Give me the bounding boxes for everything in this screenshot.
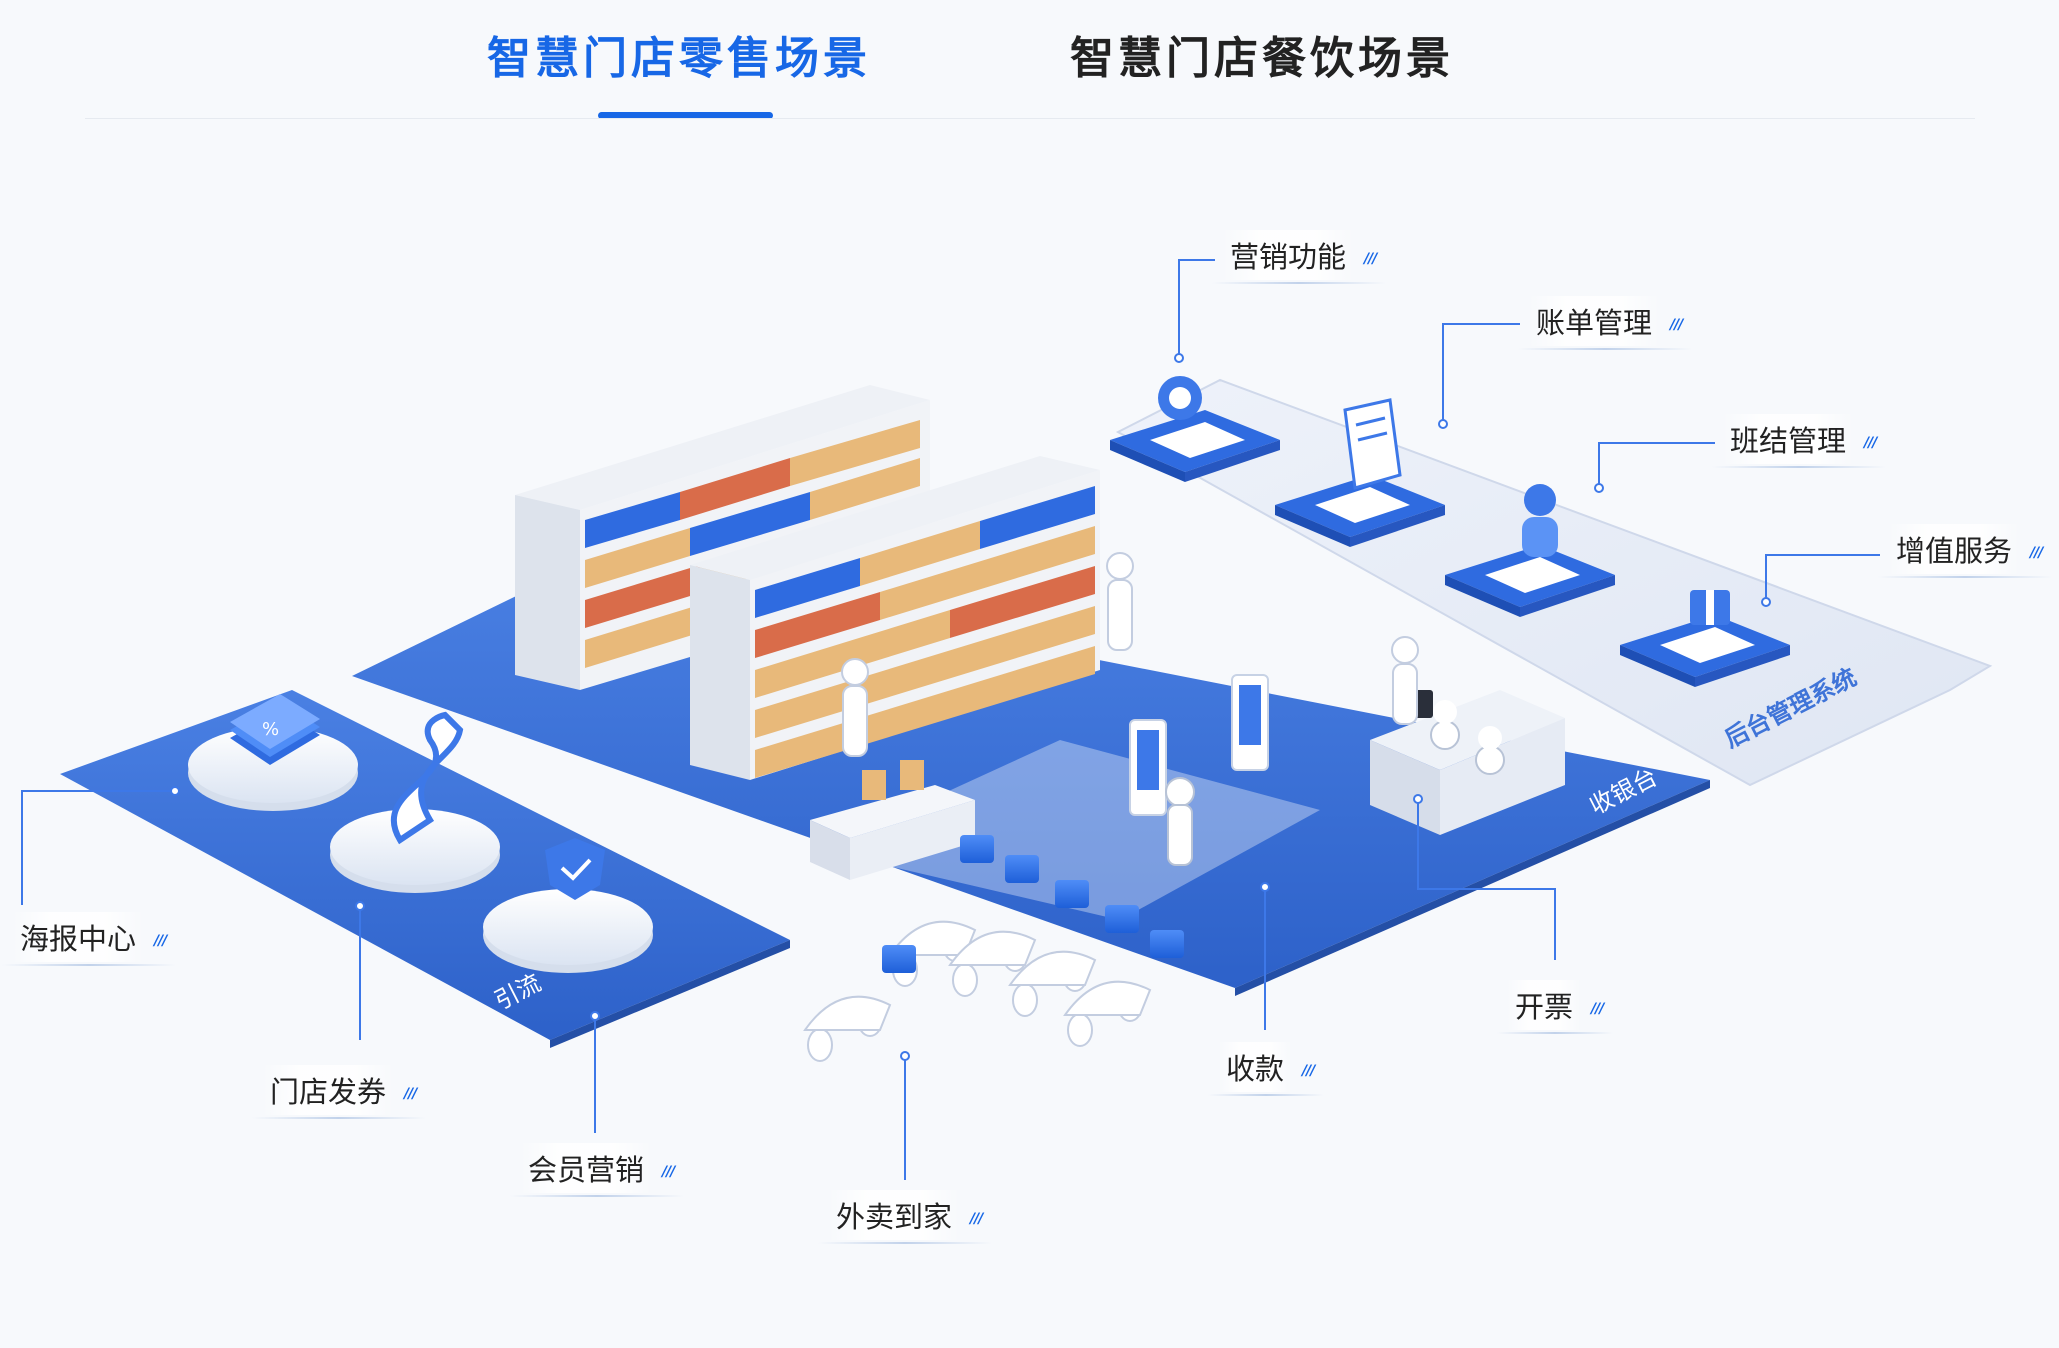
triple-slash-icon: /// xyxy=(1591,1001,1604,1017)
callout-label: 收款 xyxy=(1218,1042,1293,1092)
callout-label: 外卖到家 xyxy=(828,1190,961,1240)
store-scene-illustration: 后台管理系统 收银台 引流 % xyxy=(21,259,1993,1180)
callout-anchor-dots xyxy=(170,353,1771,1061)
self-service-kiosks xyxy=(1129,674,1269,866)
callout-label: 增值服务 xyxy=(1888,524,2021,574)
delivery-scooters xyxy=(803,835,1184,1062)
triple-slash-icon: /// xyxy=(1864,435,1877,451)
triple-slash-icon: /// xyxy=(970,1211,983,1227)
triple-slash-icon: /// xyxy=(404,1086,417,1102)
shift-pad xyxy=(1445,484,1615,617)
callout-delivery[interactable]: 外卖到家 /// xyxy=(818,1190,993,1244)
shield-check-icon xyxy=(545,838,605,900)
marketing-pad xyxy=(1110,376,1280,482)
callout-payment[interactable]: 收款 /// xyxy=(1208,1042,1325,1096)
display-table xyxy=(810,760,975,880)
triple-slash-icon: /// xyxy=(2030,545,2043,561)
tab-catering-scene[interactable]: 智慧门店餐饮场景 xyxy=(1070,33,1454,84)
callout-label: 海报中心 xyxy=(12,912,145,962)
tab-retail-scene[interactable]: 智慧门店零售场景 xyxy=(487,33,871,84)
triple-slash-icon: /// xyxy=(1670,317,1683,333)
triple-slash-icon: /// xyxy=(154,933,167,949)
scene-tabs: 智慧门店零售场景 智慧门店餐饮场景 xyxy=(0,0,2059,124)
document-icon xyxy=(1343,398,1402,490)
callout-marketing-features[interactable]: 营销功能 /// xyxy=(1212,230,1387,284)
active-tab-indicator xyxy=(598,112,773,119)
coupon-stack-icon: % xyxy=(262,719,279,740)
callout-bill-management[interactable]: 账单管理 /// xyxy=(1518,296,1693,350)
callout-label: 门店发券 xyxy=(262,1065,395,1115)
callout-store-coupons[interactable]: 门店发券 /// xyxy=(252,1065,427,1119)
callout-invoice[interactable]: 开票 /// xyxy=(1497,980,1614,1034)
poster-ribbon-pad xyxy=(330,711,500,893)
tabs-divider xyxy=(85,118,1975,119)
shelf-unit-right xyxy=(690,456,1100,780)
callout-member-marketing[interactable]: 会员营销 /// xyxy=(510,1143,685,1197)
callout-value-added-services[interactable]: 增值服务 /// xyxy=(1878,524,2053,578)
callout-leader-lines xyxy=(21,259,1880,1180)
triple-slash-icon: /// xyxy=(1364,251,1377,267)
callout-poster-center[interactable]: 海报中心 /// xyxy=(2,912,177,966)
triple-slash-icon: /// xyxy=(1302,1063,1315,1079)
bill-pad xyxy=(1275,398,1445,547)
callout-label: 会员营销 xyxy=(520,1143,653,1193)
membership-pad xyxy=(483,838,653,973)
callout-label: 营销功能 xyxy=(1222,230,1355,280)
callout-label: 账单管理 xyxy=(1528,296,1661,346)
callout-label: 开票 xyxy=(1507,980,1582,1030)
callout-label: 班结管理 xyxy=(1722,414,1855,464)
ribbon-icon xyxy=(390,711,464,845)
callout-shift-management[interactable]: 班结管理 /// xyxy=(1712,414,1887,468)
checkout-counter xyxy=(1370,690,1565,835)
value-added-pad xyxy=(1620,590,1790,687)
triple-slash-icon: /// xyxy=(662,1164,675,1180)
coupon-stack-pad: % xyxy=(188,694,358,811)
shoppers xyxy=(841,552,1419,757)
person-icon xyxy=(1524,484,1556,516)
